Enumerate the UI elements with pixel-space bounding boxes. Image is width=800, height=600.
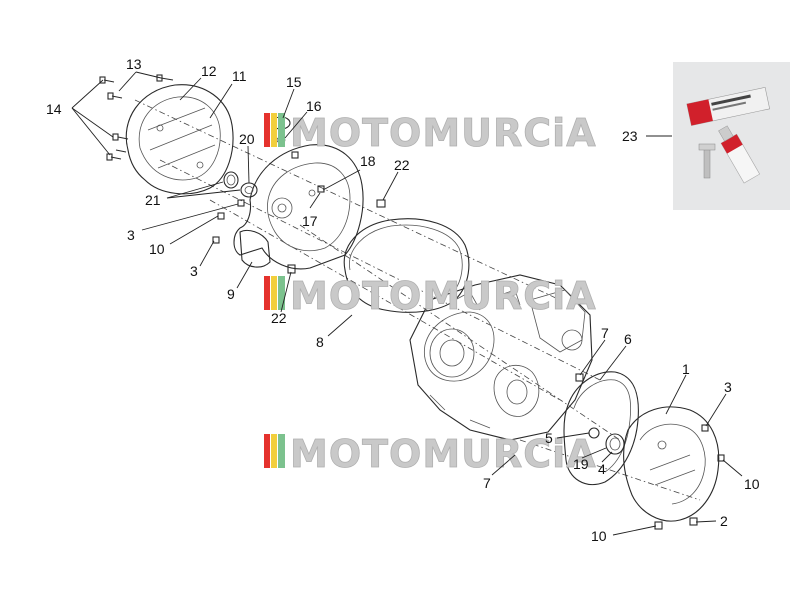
clutch-cover-outer — [125, 84, 234, 195]
watermark-text: MOTOMURCiA — [290, 432, 597, 476]
threadlocker-photo — [673, 62, 790, 210]
callout-16: 16 — [306, 98, 322, 114]
callout-3: 3 — [127, 227, 135, 243]
callout-23: 23 — [622, 128, 638, 144]
callout-3: 3 — [724, 379, 732, 395]
callout-4: 4 — [598, 461, 606, 477]
callout-22: 22 — [394, 157, 410, 173]
callout-labels: 1 2 3 3 3 4 5 6 7 7 8 9 10 10 10 11 12 1… — [46, 56, 760, 544]
callout-1: 1 — [682, 361, 690, 377]
cover-bolts — [99, 74, 174, 161]
callout-8: 8 — [316, 334, 324, 350]
callout-13: 13 — [126, 56, 142, 72]
callout-5: 5 — [545, 430, 553, 446]
callout-19: 19 — [573, 456, 589, 472]
callout-7: 7 — [601, 325, 609, 341]
callout-10: 10 — [591, 528, 607, 544]
callout-10: 10 — [744, 476, 760, 492]
callout-6: 6 — [624, 331, 632, 347]
callout-9: 9 — [227, 286, 235, 302]
ignition-cover — [623, 406, 720, 522]
callout-18: 18 — [360, 153, 376, 169]
watermark-1: MOTOMURCiA — [264, 111, 597, 155]
watermark-text: MOTOMURCiA — [290, 274, 597, 318]
callout-2: 2 — [720, 513, 728, 529]
callout-22: 22 — [271, 310, 287, 326]
callout-11: 11 — [232, 68, 247, 84]
assembly-axes — [134, 99, 701, 501]
leader-lines — [71, 71, 743, 536]
callout-10: 10 — [149, 241, 165, 257]
callout-21: 21 — [145, 192, 161, 208]
gasket-8 — [343, 218, 470, 313]
small-fasteners — [212, 151, 725, 530]
callout-12: 12 — [201, 63, 217, 79]
callout-15: 15 — [286, 74, 302, 90]
watermark-2: MOTOMURCiA — [264, 274, 597, 318]
callout-17: 17 — [302, 213, 318, 229]
callout-20: 20 — [239, 131, 255, 147]
callout-3: 3 — [190, 263, 198, 279]
callout-7: 7 — [483, 475, 491, 491]
callout-14: 14 — [46, 101, 62, 117]
watermark-3: MOTOMURCiA — [264, 432, 597, 476]
watermark-text: MOTOMURCiA — [290, 111, 597, 155]
